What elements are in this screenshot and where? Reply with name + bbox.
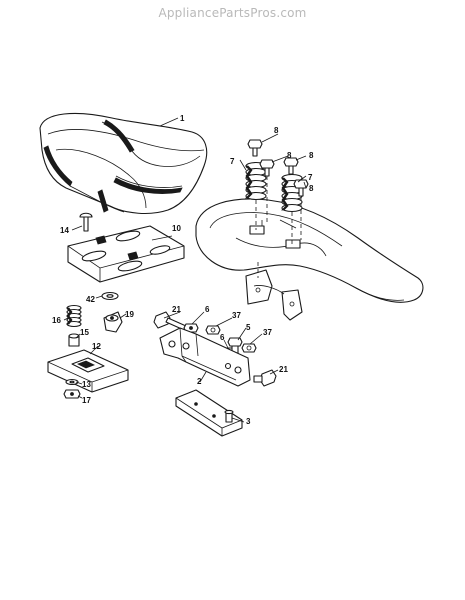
callout-37-lower: 37 <box>263 328 272 337</box>
bolt-21-right[interactable] <box>253 369 277 387</box>
bolt-b[interactable] <box>259 159 275 177</box>
carriage-bolt-14[interactable] <box>79 212 93 232</box>
nut-37-lower[interactable] <box>241 343 257 353</box>
fender-seat-bracket <box>245 269 303 321</box>
bolt-21-left[interactable] <box>153 311 187 331</box>
leader-lines <box>63 117 307 423</box>
callout-2: 2 <box>197 377 202 386</box>
knob-19[interactable] <box>103 311 123 333</box>
callout-7-left: 7 <box>230 157 235 166</box>
callout-14: 14 <box>60 226 69 235</box>
slide-bracket[interactable] <box>47 349 129 393</box>
callout-8-c: 8 <box>309 151 314 160</box>
callout-1: 1 <box>180 114 185 123</box>
callout-19: 19 <box>125 310 134 319</box>
seat-pan[interactable] <box>67 225 185 283</box>
callout-12: 12 <box>92 342 101 351</box>
callout-16: 16 <box>52 316 61 325</box>
spacer-15[interactable] <box>68 333 80 347</box>
callout-8-b: 8 <box>287 151 292 160</box>
callout-8-a: 8 <box>274 126 279 135</box>
lower-bracket[interactable] <box>159 327 251 387</box>
callout-15: 15 <box>80 328 89 337</box>
site-watermark: AppliancePartsPros.com <box>158 6 307 20</box>
callout-13: 13 <box>82 380 91 389</box>
callout-3: 3 <box>246 417 251 426</box>
fender-outline <box>195 198 424 303</box>
spring-16[interactable] <box>66 304 82 328</box>
bottom-plate[interactable] <box>175 389 243 437</box>
callout-7-right: 7 <box>308 173 313 182</box>
washer-13[interactable] <box>65 378 79 386</box>
bolt-a[interactable] <box>247 139 263 157</box>
callout-10: 10 <box>172 224 181 233</box>
callout-21-right: 21 <box>279 365 288 374</box>
alignment-lines <box>255 176 302 278</box>
callout-37-upper: 37 <box>232 311 241 320</box>
callout-5: 5 <box>246 323 251 332</box>
spring-left[interactable] <box>245 161 267 201</box>
nut-upper[interactable] <box>183 323 199 333</box>
callout-42: 42 <box>86 295 95 304</box>
bolt-c[interactable] <box>283 157 299 175</box>
nut-37-upper[interactable] <box>205 325 221 335</box>
callout-17: 17 <box>82 396 91 405</box>
callout-6-lower: 6 <box>220 333 225 342</box>
washer-42[interactable] <box>101 291 119 301</box>
nut-17[interactable] <box>63 389 81 399</box>
callout-8-d: 8 <box>309 184 314 193</box>
callout-21-left: 21 <box>172 305 181 314</box>
callout-6-upper: 6 <box>205 305 210 314</box>
seat[interactable] <box>39 112 208 215</box>
